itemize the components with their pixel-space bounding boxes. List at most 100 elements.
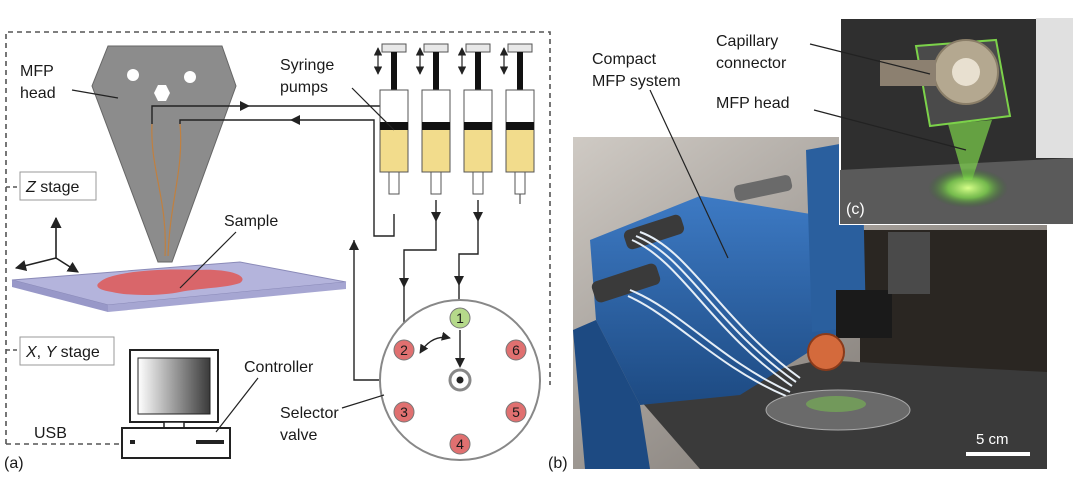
- syringe-pumps: [373, 43, 535, 204]
- power-led: [130, 440, 135, 444]
- valve-port-number: 4: [456, 436, 464, 452]
- syringe-tip: [430, 171, 442, 195]
- capillary-tubes: [627, 231, 801, 397]
- syringe-clamp: [507, 43, 533, 53]
- controller-label: Controller: [244, 359, 314, 376]
- monitor-screen: [137, 357, 211, 415]
- sample-pointer: [179, 231, 237, 289]
- scale-bar: [966, 452, 1030, 456]
- flow-arrow: [454, 276, 464, 286]
- valve-port-number: 3: [400, 404, 408, 420]
- panel-a: MFP head Z stage X, Y stage Sample Syrin…: [4, 31, 551, 472]
- mfp-head-label-2: head: [20, 85, 56, 102]
- syringe-clamp: [423, 43, 449, 53]
- syringe-pumps-label-2: pumps: [280, 79, 328, 96]
- syringe: [373, 43, 409, 195]
- syringe-clamp: [381, 43, 407, 53]
- valve-port-circle: [393, 401, 415, 423]
- x-axis-letter: X: [25, 344, 38, 361]
- capillary-connector-center: [952, 58, 980, 86]
- mfp-channel: [167, 123, 182, 257]
- valve-center-inner: [456, 376, 464, 384]
- selector-valve-pointer: [341, 394, 385, 409]
- z-stage-box: [19, 171, 97, 201]
- xy-sep: ,: [37, 344, 46, 361]
- valve-port-number: 2: [400, 342, 408, 358]
- tube-line: [179, 119, 395, 237]
- tube-holder: [623, 214, 685, 250]
- valve-port-5: 5: [505, 401, 527, 423]
- valve-ports: 1 2 3 4 5 6: [393, 307, 527, 455]
- photo-c-wall: [1036, 18, 1073, 158]
- panel-c-letter: (c): [846, 201, 865, 218]
- syringe-stopper: [506, 122, 534, 130]
- tube-holder: [591, 263, 661, 303]
- syringe-barrel-fluid: [379, 127, 409, 173]
- valve-port-circle: [449, 433, 471, 455]
- syringe: [457, 43, 493, 195]
- valve-port-circle: [505, 339, 527, 361]
- xy-stage-word: stage: [56, 344, 100, 361]
- z-axis-letter: Z: [25, 179, 37, 196]
- syringe-clamp: [465, 43, 491, 53]
- z-stage-label: Z stage: [25, 179, 79, 196]
- xy-stage-edge: [108, 282, 346, 312]
- mfp-head-label-1: MFP: [20, 63, 54, 80]
- sample-label: Sample: [224, 213, 278, 230]
- valve-port-circle: [393, 339, 415, 361]
- flow-arrow: [431, 212, 441, 222]
- controller-pointer: [215, 377, 259, 433]
- valve-port-2: 2: [393, 339, 415, 361]
- tube-holder: [733, 175, 793, 201]
- xy-stage-edge: [12, 280, 108, 312]
- valve-port-circle: [449, 307, 471, 329]
- mfp-head-hole-hex: [154, 85, 170, 101]
- valve-port-1: 1: [449, 307, 471, 329]
- valve-port-circle: [505, 401, 527, 423]
- syringe-stopper: [380, 122, 408, 130]
- valve-port-6: 6: [505, 339, 527, 361]
- flow-arrow: [455, 358, 465, 368]
- valve-port-number: 1: [456, 310, 464, 326]
- mfp-head-c-pointer: [813, 109, 967, 151]
- syringe-pumps-label-1: Syringe: [280, 57, 334, 74]
- syringe: [499, 43, 535, 204]
- syringe-tip: [388, 171, 400, 195]
- usb-label: USB: [34, 425, 67, 442]
- selector-valve-label-2: valve: [280, 427, 317, 444]
- panel-c: Capillary connector MFP head (c): [716, 17, 1074, 225]
- dashed-frame: [5, 31, 551, 444]
- capillary-pointer: [809, 43, 931, 75]
- valve-port-4: 4: [449, 433, 471, 455]
- syringe-barrel-fluid: [463, 127, 493, 173]
- syringe-tip: [514, 171, 526, 195]
- syringe: [415, 43, 451, 195]
- red-knob: [807, 333, 845, 371]
- flow-arrow: [399, 278, 409, 288]
- sample-dish-glow: [806, 396, 866, 412]
- compact-pointer: [649, 89, 729, 259]
- syringe-tip: [472, 171, 484, 195]
- mfp-head-c-label: MFP head: [716, 95, 790, 112]
- valve-port-number: 6: [512, 342, 520, 358]
- stage-block: [836, 290, 892, 338]
- flow-arrow: [349, 240, 359, 250]
- compact-label-2: MFP system: [592, 73, 681, 90]
- green-glow: [928, 168, 1008, 208]
- mfp-head-tip: [948, 120, 992, 180]
- valve-port-3: 3: [393, 401, 415, 423]
- mfp-head-pointer: [71, 89, 119, 99]
- panel-a-letter: (a): [4, 455, 24, 472]
- drive-slot: [196, 440, 224, 444]
- y-axis-letter: Y: [46, 344, 58, 361]
- syringe-barrel-empty: [379, 89, 409, 129]
- panel-b-letter: (b): [548, 455, 568, 472]
- syringe-pumps-pointer: [351, 87, 395, 131]
- scale-bar-label: 5 cm: [976, 431, 1009, 448]
- selector-valve-label-1: Selector: [280, 405, 339, 422]
- capillary-label-1: Capillary: [716, 33, 778, 50]
- capillary-label-2: connector: [716, 55, 787, 72]
- tube-line: [403, 200, 437, 338]
- machine-blue-side: [573, 320, 650, 469]
